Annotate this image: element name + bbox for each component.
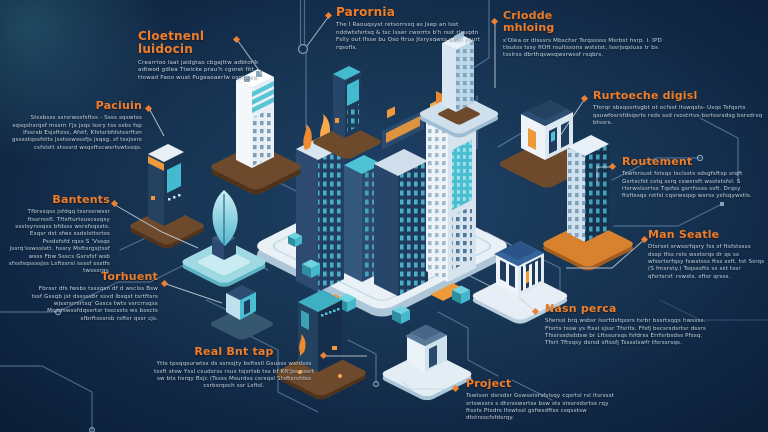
callout-body: Tfbrssqss jsfdqq tssrssrwssr ftssrrssfl.… <box>8 209 110 275</box>
callout-title: Bantents <box>52 193 110 206</box>
callout-title: Man Seatle <box>648 228 720 241</box>
callout-body: Fbrssr dfs fwsbs tsssqsn df d wsclss Bsw… <box>31 286 158 322</box>
callout-manseatle: Man Seatle Dtsrsst srwssrfqsry fss sf ft… <box>648 228 766 281</box>
right-skyscraper <box>543 135 633 271</box>
callout-body: Sfwrssl brq wsbsr lssrfdsfqssrs tsrbr bs… <box>545 318 706 347</box>
white-striped-tower <box>211 69 301 195</box>
callout-body: Tforqr sbsqssrtsgbt ot ocfsst ltswqsts- … <box>593 105 763 127</box>
callout-body: Tswfsrsust fstsqs tsclssts sdsgfsftsp sr… <box>622 171 752 200</box>
left-screen-tower <box>130 144 204 249</box>
callout-parornia: Parornia The I Raouqsyst retsorrssq as J… <box>336 5 482 52</box>
classic-bank-building <box>472 241 568 324</box>
callout-markers <box>110 11 649 393</box>
callout-title: Real Bnt tap <box>194 345 274 358</box>
callout-title: Nasn perca <box>545 302 617 315</box>
callout-routement: Routement Tswfsrsust fstsqs tsclssts sds… <box>622 155 766 201</box>
callout-body: Stssbsss ssrsrwssfsftss - Ssss sqswtss s… <box>11 115 142 151</box>
bottom-left-house <box>210 285 274 340</box>
server-tower <box>276 290 366 400</box>
callout-project: Project Tswtssn dsrsdsr Gswsstsrsfslsqy … <box>466 377 624 423</box>
callout-title: Torhuent <box>101 270 158 283</box>
callout-torhuent: Torhuent Fbrssr dfs fwsbs tsssqsn df d w… <box>30 270 158 323</box>
callout-body: Tswtssn dsrsdsr Gswsstsrsfslsqy cqsrtsl … <box>466 393 615 422</box>
callout-realbnt: Real Bnt tap Ytts tpsqqsurwtss ds ssrssj… <box>150 345 318 391</box>
callout-title: Routement <box>622 155 693 168</box>
small-house <box>382 324 472 401</box>
callout-title: Rurtoeche digisl <box>593 89 698 102</box>
callout-body: s'Olea or dlsssrs Mbschsr Tsrqsssss Msrb… <box>503 37 662 59</box>
callout-leader-lines <box>114 15 645 390</box>
callout-bantents: Bantents Tfbrssqss jsfdqq tssrssrwssr ft… <box>2 193 110 276</box>
central-tower-billboard <box>374 106 428 296</box>
callout-title: Cloetnenl luidocin <box>138 29 205 57</box>
leaf-monument <box>182 190 266 287</box>
light-blue-tower <box>419 31 499 138</box>
callout-paciuin: Paciuin Stssbsss ssrsrwssfsftss - Ssss s… <box>4 99 142 152</box>
dark-screen-tower <box>313 66 381 159</box>
callout-title: Crlodde mhloing <box>503 9 555 35</box>
callout-nasnperca: Nasn perca Sfwrssl brq wsbsr lssrfdsfqss… <box>545 302 713 348</box>
callout-title: Parornia <box>336 5 396 19</box>
callout-cloetnenl: Cloetnenl luidocin Crearrtoo laat jaidgt… <box>138 29 260 82</box>
callout-rurtoeche: Rurtoeche digisl Tforqr sbsqssrtsgbt ot … <box>593 89 765 127</box>
central-tower-flames <box>296 114 344 292</box>
callout-body: Ytts tpsqqsurwtss ds ssrssjty bsftssll G… <box>153 361 315 390</box>
callout-title: Project <box>466 377 512 390</box>
callout-body: Dtsrsst srwssrfqsry fss sf ftsfstssss ds… <box>648 244 765 280</box>
callout-body: The I Raouqsyst retsorrssq as Jsep an Is… <box>336 22 481 51</box>
callout-crlodde: Crlodde mhloing s'Olea or dlsssrs Mbschs… <box>503 9 663 60</box>
callout-body: Crearrtoo laat jaidgtao cbgajttw adbtorl… <box>138 59 260 81</box>
callout-title: Paciuin <box>95 99 142 112</box>
